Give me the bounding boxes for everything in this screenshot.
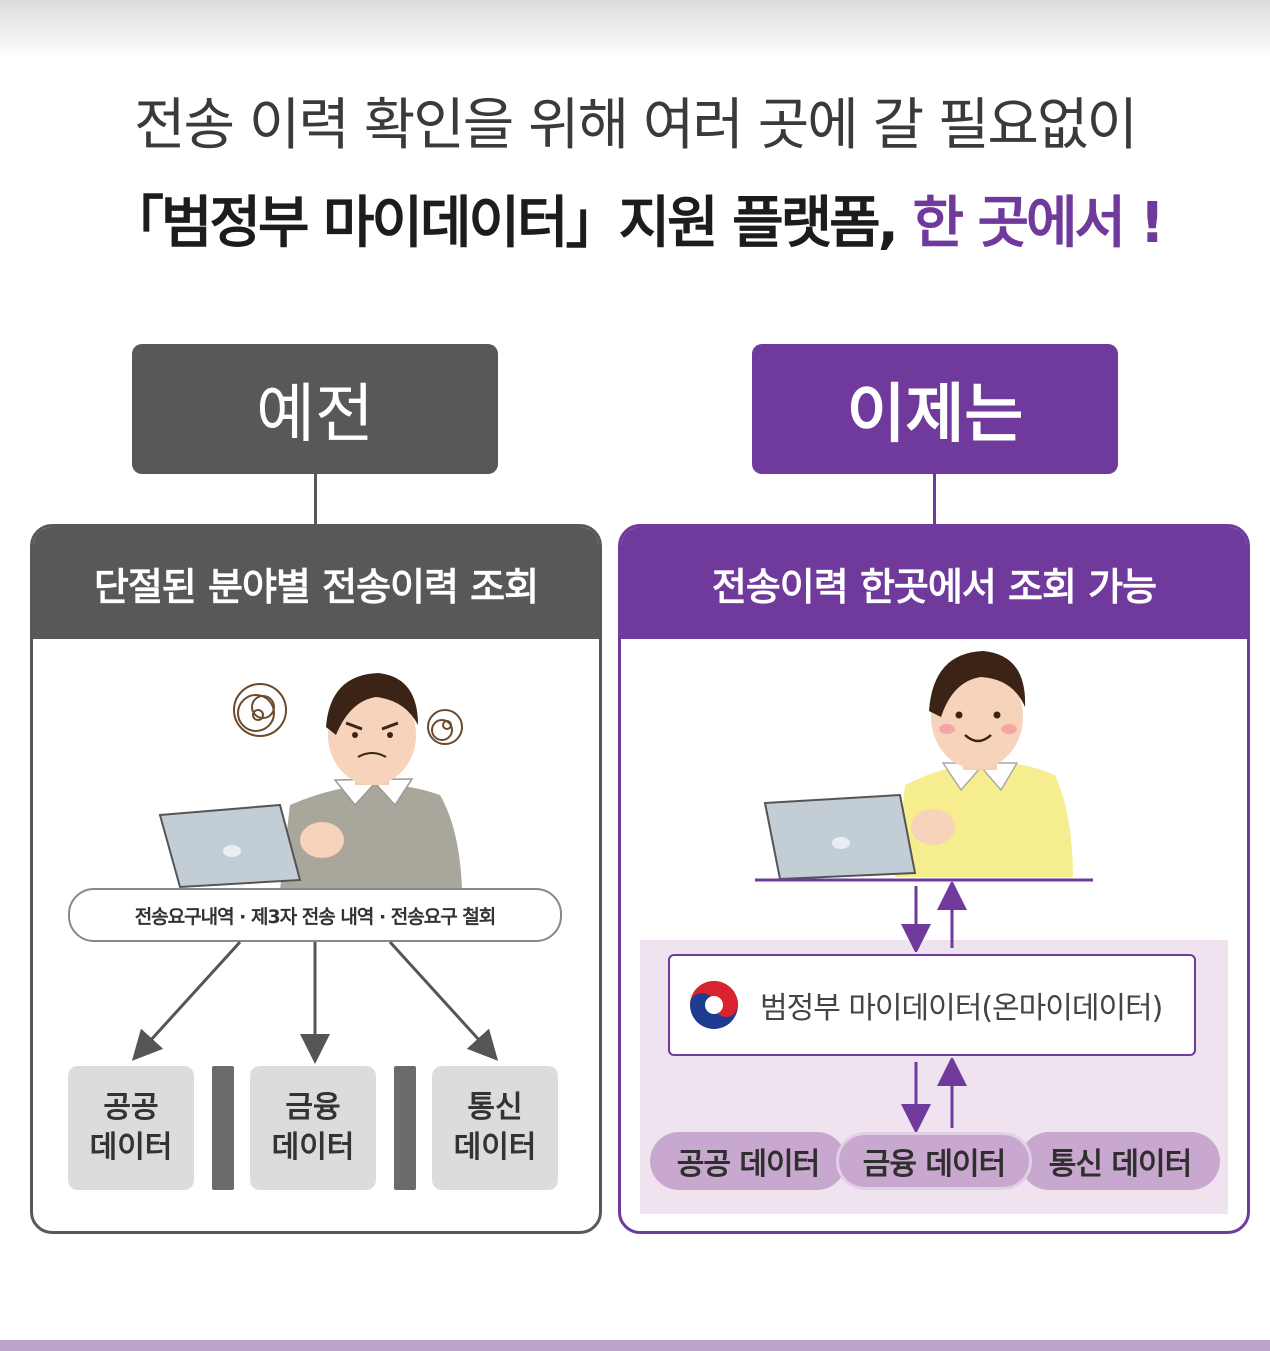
- data-box-line1: 통신: [467, 1090, 523, 1125]
- bottom-accent-line: [0, 1340, 1270, 1351]
- headline-line2: 「범정부 마이데이터」지원 플랫폼, 한 곳에서 !: [0, 178, 1270, 259]
- data-box-line2: 데이터: [453, 1130, 537, 1165]
- top-fade: [0, 0, 1270, 60]
- tag-before: 예전: [132, 344, 498, 474]
- panel-before-title: 단절된 분야별 전송이력 조회: [33, 527, 599, 639]
- data-box-line2: 데이터: [89, 1130, 173, 1165]
- data-box-finance: 금융 데이터: [250, 1066, 376, 1190]
- connector-now: [933, 474, 936, 526]
- divider-bar: [394, 1066, 416, 1190]
- mydata-platform-label: 범정부 마이데이터(온마이데이터): [760, 991, 1163, 1026]
- chip-finance-data: 금융 데이터: [836, 1132, 1032, 1190]
- arrow-icon: [131, 940, 499, 1064]
- data-box-public: 공공 데이터: [68, 1066, 194, 1190]
- arrow-icon: [901, 1058, 967, 1132]
- headline-line1: 전송 이력 확인을 위해 여러 곳에 갈 필요없이: [134, 93, 1138, 158]
- panel-now-title: 전송이력 한곳에서 조회 가능: [621, 527, 1247, 639]
- headline-accent: 한 곳에서 !: [912, 191, 1165, 256]
- happy-person-icon: [755, 651, 1093, 882]
- data-box-line1: 공공: [103, 1090, 159, 1125]
- mydata-platform-box: 범정부 마이데이터(온마이데이터): [668, 954, 1196, 1056]
- data-box-line2: 데이터: [271, 1130, 355, 1165]
- tag-now: 이제는: [752, 344, 1118, 474]
- data-box-line1: 금융: [285, 1090, 341, 1125]
- connector-before: [314, 474, 317, 526]
- chip-public-data: 공공 데이터: [650, 1132, 846, 1190]
- chip-telecom-data: 통신 데이터: [1020, 1132, 1220, 1190]
- request-types-pill: 전송요구내역 · 제3자 전송 내역 · 전송요구 철회: [68, 888, 562, 942]
- arrow-icon: [901, 882, 967, 952]
- data-box-telecom: 통신 데이터: [432, 1066, 558, 1190]
- korea-government-emblem-icon: [690, 981, 738, 1029]
- stressed-person-icon: [158, 673, 463, 890]
- headline-main: 「범정부 마이데이터」지원 플랫폼,: [107, 191, 899, 256]
- divider-bar: [212, 1066, 234, 1190]
